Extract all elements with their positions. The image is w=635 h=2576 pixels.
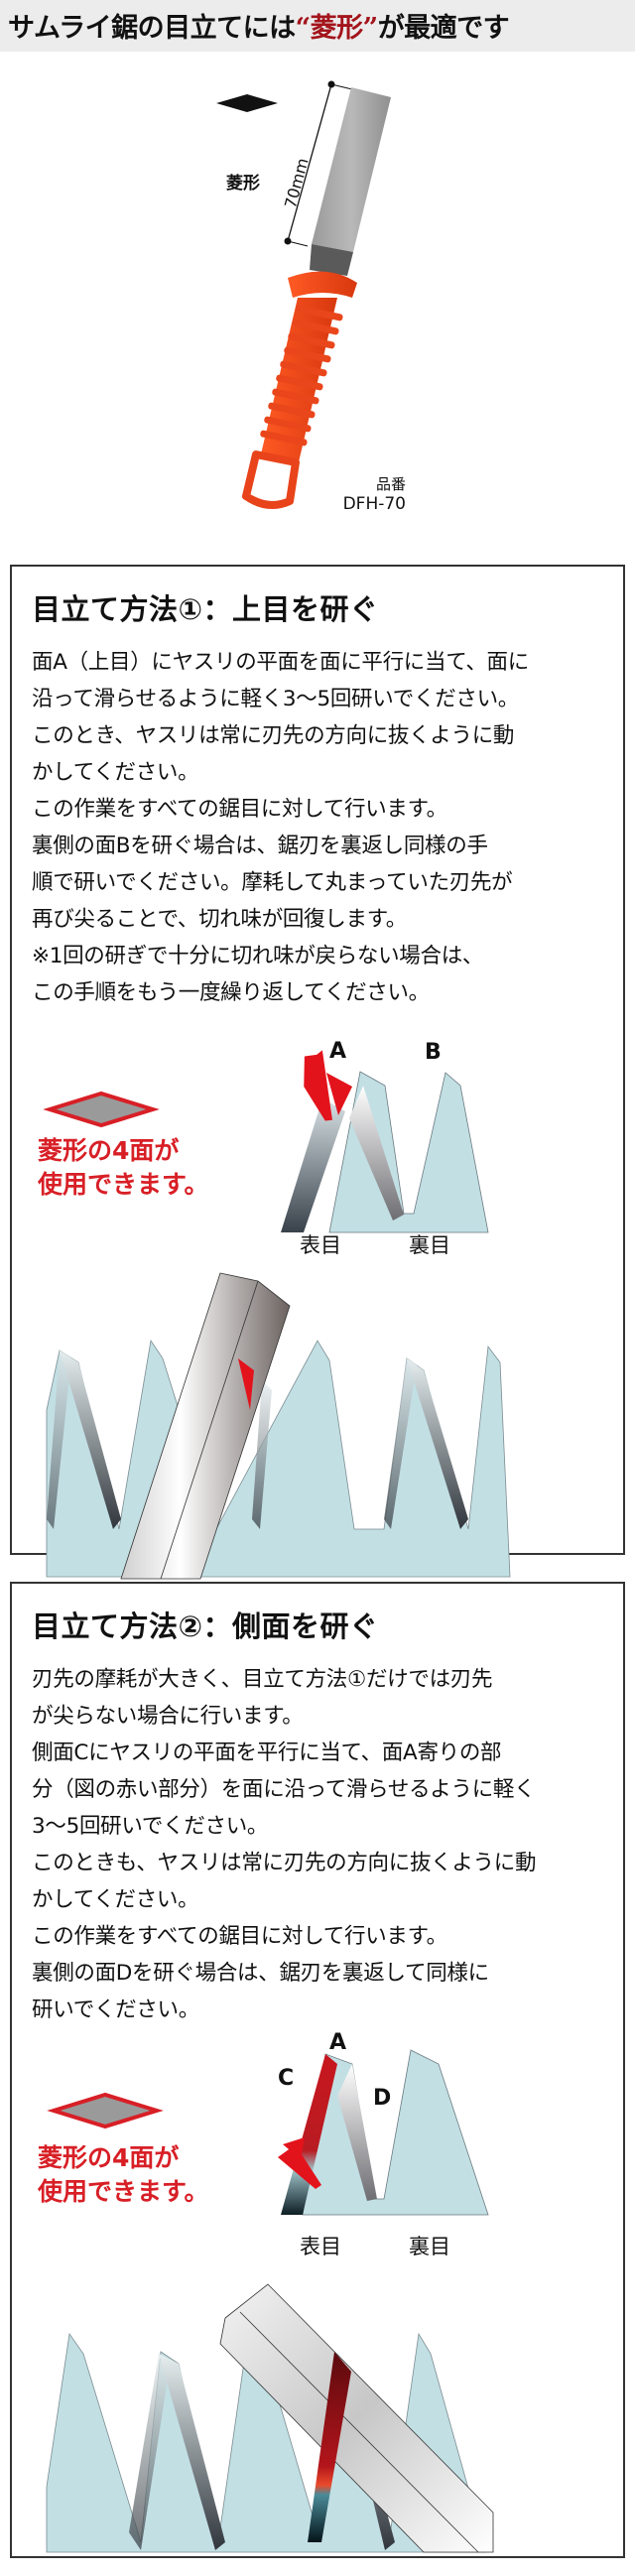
method2-panel: 目立て方法②：側面を研ぐ 刃先の摩耗が大きく、目立て方法①だけでは刃先 が尖らな… [10, 1582, 625, 2558]
page-title: サムライ鋸の目立てには“菱形”が最適です [8, 6, 510, 45]
method2-line: 側面Cにヤスリの平面を平行に当て、面A寄りの部 [32, 1740, 502, 1765]
method2-tooth-diagram [278, 2049, 489, 2216]
face-d-label: D [373, 2086, 392, 2111]
face-a-label: A [329, 1039, 347, 1064]
title-suffix: が最適です [377, 13, 510, 44]
method1-panel: 目立て方法①：上目を研ぐ 面A（上目）にヤスリの平面を面に平行に当て、面に 沿っ… [10, 565, 625, 1580]
method1-line: 沿って滑らせるように軽く3～5回研いでください。 [32, 687, 520, 711]
method2-line: が尖らない場合に行います。 [32, 1704, 304, 1729]
rhombus-icon [216, 94, 278, 112]
method1-body: 面A（上目）にヤスリの平面を面に平行に当て、面に 沿って滑らせるように軽く3～5… [32, 644, 617, 1011]
diamond-file-image [216, 80, 391, 509]
method1-line: 裏側の面Bを研ぐ場合は、鋸刃を裏返し同様の手 [32, 834, 488, 858]
method1-note: 菱形の4面が 使用できます。 [38, 1134, 209, 1202]
method2-line: 3～5回研いでください。 [32, 1814, 269, 1839]
title-accent: “菱形” [295, 13, 379, 44]
face-b-label: B [425, 1040, 442, 1065]
product-code-value: DFH-70 [342, 494, 406, 514]
method1-line: この手順をもう一度繰り返してください。 [32, 980, 430, 1005]
method1-saw-file-diagram [46, 1272, 511, 1580]
method2-line: 研いでください。 [32, 1997, 199, 2022]
method1-line: ※1回の研ぎで十分に切れ味が戻らない場合は、 [32, 944, 484, 968]
method1-note-line2: 使用できます。 [38, 1170, 209, 1199]
shape-label: 菱形 [226, 174, 260, 193]
method2-note-line1: 菱形の4面が [38, 2143, 180, 2172]
method2-line: 刃先の摩耗が大きく、目立て方法①だけでは刃先 [32, 1667, 493, 1692]
method2-note-line2: 使用できます。 [38, 2177, 209, 2206]
method2-note: 菱形の4面が 使用できます。 [38, 2141, 209, 2209]
method2-body: 刃先の摩耗が大きく、目立て方法①だけでは刃先 が尖らない場合に行います。 側面C… [32, 1661, 617, 2028]
method1-title: 目立て方法①：上目を研ぐ [32, 592, 379, 626]
method1-line: かしてください。 [32, 760, 199, 785]
back-tooth-label: 裏目 [409, 1233, 450, 1257]
rhombus-outline-icon [47, 2092, 164, 2129]
method2-saw-file-diagram [46, 2283, 494, 2553]
method1-tooth-diagram [281, 1050, 489, 1233]
front-tooth-label: 表目 [300, 2235, 341, 2258]
product-code: 品番 DFH-70 [342, 474, 406, 514]
method2-line: 裏側の面Dを研ぐ場合は、鋸刃を裏返して同様に [32, 1961, 489, 1986]
method1-line: 再び尖ることで、切れ味が回復します。 [32, 907, 407, 932]
method1-line: このとき、ヤスリは常に刃先の方向に抜くように動 [32, 723, 515, 748]
method2-line: このときも、ヤスリは常に刃先の方向に抜くように動 [32, 1851, 537, 1875]
method1-line: この作業をすべての鋸目に対して行います。 [32, 797, 447, 822]
face-c-label: C [278, 2066, 295, 2091]
method2-line: 分（図の赤い部分）を面に沿って滑らせるように軽く [32, 1777, 536, 1802]
face-a-label: A [329, 2030, 347, 2055]
method2-line: かしてください。 [32, 1887, 199, 1912]
method2-title: 目立て方法②：側面を研ぐ [32, 1610, 379, 1643]
rhombus-outline-icon [43, 1091, 160, 1128]
page-header: サムライ鋸の目立てには“菱形”が最適です [0, 0, 635, 52]
method1-line: 順で研いでください。摩耗して丸まっていた刃先が [32, 870, 513, 895]
back-tooth-label: 裏目 [409, 2235, 450, 2258]
title-prefix: サムライ鋸の目立てには [8, 13, 296, 44]
product-illustration: 菱形 70mm 品番 DFH-70 [0, 52, 635, 538]
front-tooth-label: 表目 [300, 1233, 341, 1257]
method2-line: この作業をすべての鋸目に対して行います。 [32, 1924, 447, 1949]
method1-note-line1: 菱形の4面が [38, 1136, 180, 1165]
product-code-label: 品番 [375, 475, 406, 493]
method1-line: 面A（上目）にヤスリの平面を面に平行に当て、面に [32, 650, 529, 675]
